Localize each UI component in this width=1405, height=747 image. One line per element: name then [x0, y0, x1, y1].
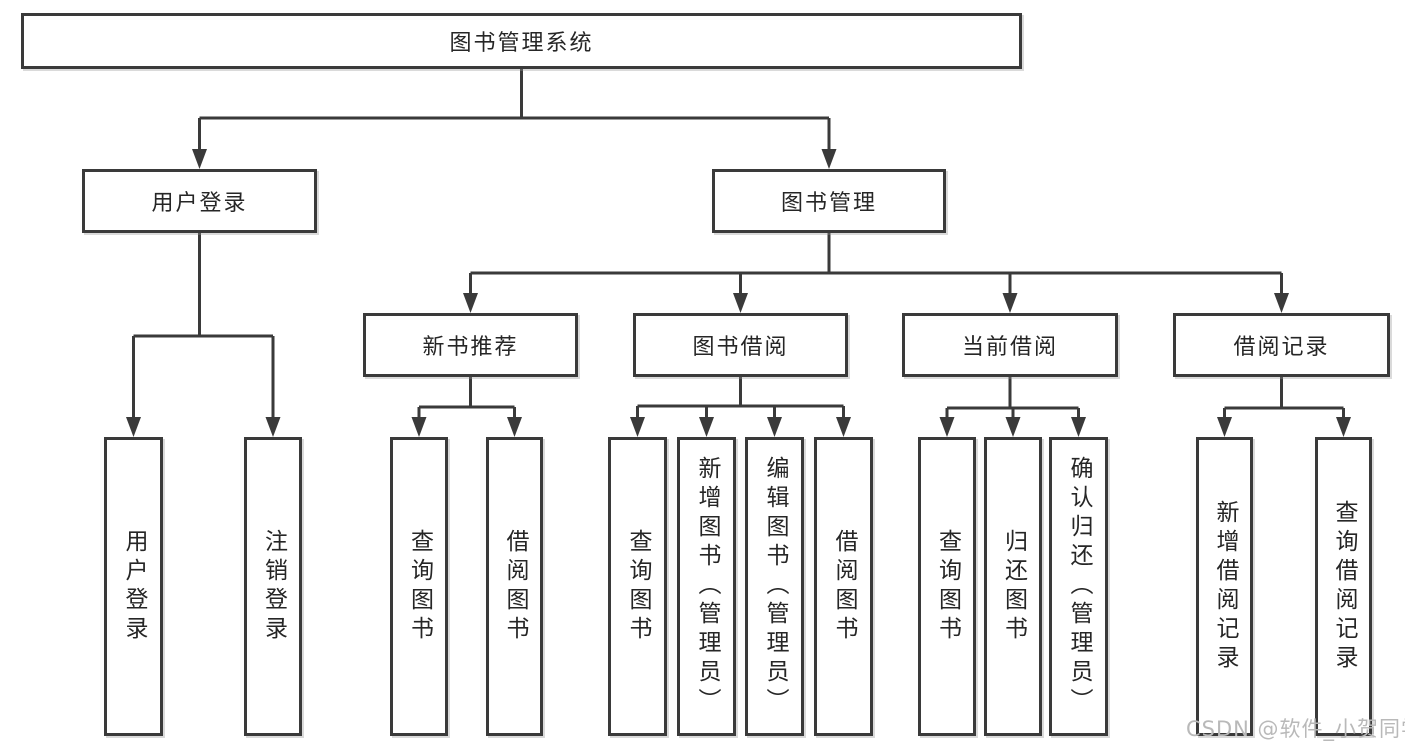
- leaf-query-books-borrow: 查询图书: [608, 437, 667, 736]
- leaf-user-login-label: 用户登录: [121, 528, 147, 645]
- leaf-logout-label: 注销登录: [260, 528, 287, 645]
- leaf-query-books-recommend-label: 查询图书: [406, 528, 433, 645]
- node-book-borrowing-label: 图书借阅: [692, 335, 789, 360]
- leaf-confirm-return-admin-label: 确认归还（管理员）: [1066, 456, 1092, 717]
- leaf-return-books-label: 归还图书: [1000, 528, 1027, 645]
- leaf-borrow-books-label: 借阅图书: [831, 528, 857, 645]
- leaf-query-borrow-record-label: 查询借阅记录: [1331, 499, 1357, 674]
- leaf-query-books-recommend: 查询图书: [390, 437, 448, 736]
- leaf-borrow-books-recommend: 借阅图书: [486, 437, 543, 736]
- leaf-edit-books-admin-label: 编辑图书（管理员）: [762, 456, 788, 717]
- leaf-borrow-books: 借阅图书: [814, 437, 873, 736]
- leaf-user-login: 用户登录: [104, 437, 163, 736]
- leaf-query-books-current: 查询图书: [918, 437, 976, 736]
- leaf-return-books: 归还图书: [984, 437, 1042, 736]
- node-borrowing-records: 借阅记录: [1173, 313, 1390, 377]
- connector-segments: [132, 69, 1345, 420]
- leaf-query-books-current-label: 查询图书: [934, 528, 961, 645]
- leaf-edit-books-admin: 编辑图书（管理员）: [745, 437, 804, 736]
- leaf-add-books-admin-label: 新增图书（管理员）: [694, 456, 720, 717]
- node-root: 图书管理系统: [21, 13, 1022, 69]
- node-borrowing-records-label: 借阅记录: [1233, 335, 1330, 360]
- node-root-label: 图书管理系统: [449, 31, 594, 56]
- node-user-login-label: 用户登录: [151, 191, 248, 216]
- leaf-add-books-admin: 新增图书（管理员）: [677, 437, 736, 736]
- arrowheads: [126, 149, 1351, 437]
- node-new-book-recommendation-label: 新书推荐: [422, 335, 519, 360]
- leaf-add-borrow-record-label: 新增借阅记录: [1212, 499, 1238, 674]
- leaf-add-borrow-record: 新增借阅记录: [1196, 437, 1253, 736]
- node-current-borrowing: 当前借阅: [902, 313, 1118, 377]
- leaf-borrow-books-recommend-label: 借阅图书: [502, 528, 528, 645]
- csdn-watermark: CSDN @软件_小贺同学: [1186, 717, 1405, 741]
- node-new-book-recommendation: 新书推荐: [363, 313, 578, 377]
- node-book-management-label: 图书管理: [780, 191, 877, 216]
- node-book-management: 图书管理: [712, 169, 946, 233]
- leaf-confirm-return-admin: 确认归还（管理员）: [1049, 437, 1108, 736]
- leaf-logout: 注销登录: [244, 437, 302, 736]
- leaf-query-books-borrow-label: 查询图书: [625, 528, 651, 645]
- node-user-login: 用户登录: [82, 169, 317, 233]
- leaf-query-borrow-record: 查询借阅记录: [1315, 437, 1372, 736]
- node-book-borrowing: 图书借阅: [633, 313, 848, 377]
- node-current-borrowing-label: 当前借阅: [961, 335, 1058, 360]
